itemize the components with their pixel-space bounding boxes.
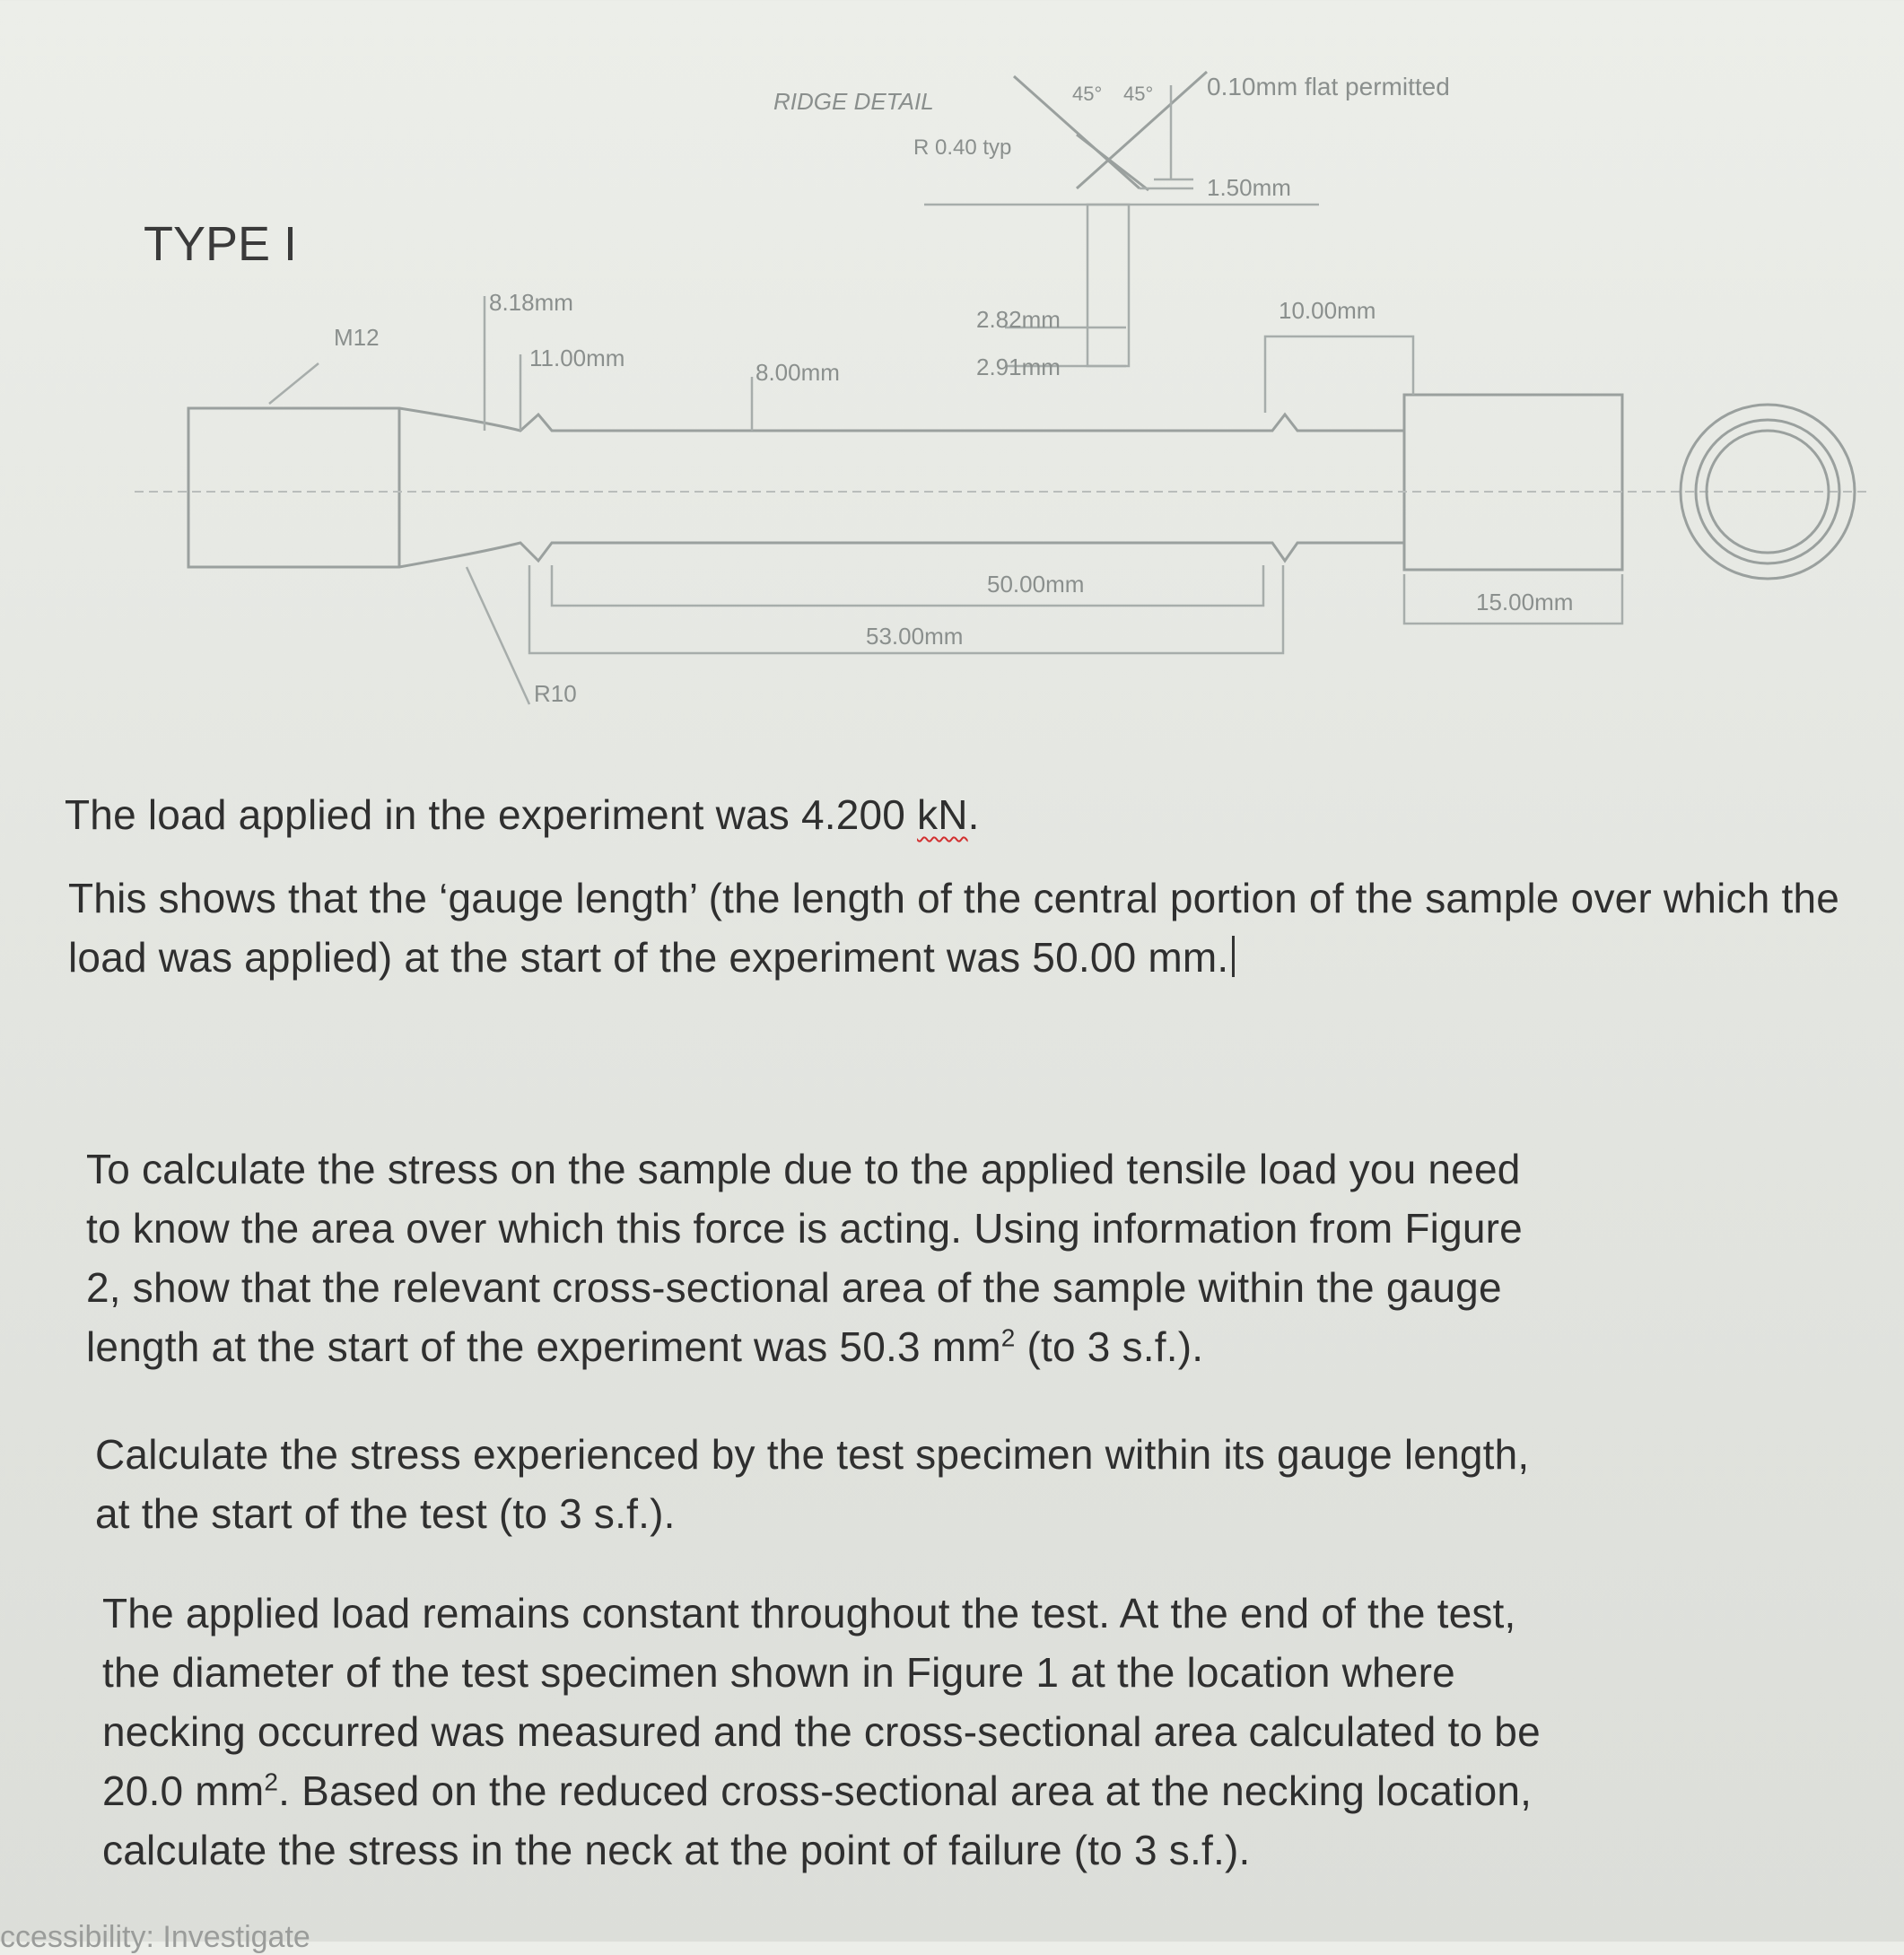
specimen-outline bbox=[135, 393, 1866, 572]
area-question-end: (to 3 s.f.). bbox=[1015, 1323, 1204, 1370]
accessibility-footer[interactable]: ccessibility: Investigate bbox=[0, 1920, 310, 1954]
angle-right-label: 45° bbox=[1123, 83, 1153, 105]
end-view bbox=[1679, 403, 1856, 580]
load-paragraph: The load applied in the experiment was 4… bbox=[65, 785, 1769, 844]
thread-label: M12 bbox=[334, 324, 380, 351]
dim-10-00: 10.00mm bbox=[1279, 297, 1376, 324]
ridge-detail bbox=[924, 70, 1319, 368]
dim-2-91: 2.91mm bbox=[976, 353, 1061, 380]
gauge-length-paragraph[interactable]: This shows that the ‘gauge length’ (the … bbox=[68, 868, 1854, 987]
load-period: . bbox=[967, 791, 980, 838]
load-text: The load applied in the experiment was 4… bbox=[65, 791, 918, 838]
stress-question: Calculate the stress experienced by the … bbox=[95, 1425, 1567, 1543]
area-question: To calculate the stress on the sample du… bbox=[86, 1139, 1558, 1376]
area-question-text: To calculate the stress on the sample du… bbox=[86, 1146, 1523, 1370]
flat-note: 0.10mm flat permitted bbox=[1207, 73, 1450, 100]
ridge-width-dim: 1.50mm bbox=[1207, 174, 1291, 201]
dimension-lines bbox=[268, 296, 1624, 705]
neck-question-text: The applied load remains constant throug… bbox=[102, 1590, 1541, 1814]
dim-15-00: 15.00mm bbox=[1476, 589, 1573, 615]
fillet-label: R10 bbox=[534, 680, 577, 707]
stress-question-text: Calculate the stress experienced by the … bbox=[95, 1431, 1530, 1537]
angle-left-label: 45° bbox=[1072, 83, 1102, 105]
gauge-length-text: This shows that the ‘gauge length’ (the … bbox=[68, 875, 1840, 981]
radius-label: R 0.40 typ bbox=[913, 135, 1011, 160]
neck-stress-question: The applied load remains constant throug… bbox=[102, 1584, 1556, 1880]
dim-50-00: 50.00mm bbox=[987, 571, 1084, 598]
specimen-drawing: TYPE I RIDGE DETAIL R 0.40 typ 45° 45° 0… bbox=[135, 70, 1866, 707]
dim-8-18: 8.18mm bbox=[489, 289, 573, 316]
load-unit: kN bbox=[917, 791, 968, 838]
dim-2-82: 2.82mm bbox=[976, 306, 1061, 333]
text-cursor bbox=[1232, 936, 1236, 977]
type-label: TYPE I bbox=[144, 217, 297, 271]
area-unit-superscript: 2 bbox=[1000, 1323, 1016, 1352]
dim-11-00: 11.00mm bbox=[529, 345, 624, 371]
neck-question-end: . Based on the reduced cross-sectional a… bbox=[102, 1767, 1533, 1873]
neck-area-superscript: 2 bbox=[264, 1767, 279, 1796]
ridge-detail-label: RIDGE DETAIL bbox=[773, 88, 934, 115]
dim-8-00: 8.00mm bbox=[755, 359, 840, 386]
dim-53-00: 53.00mm bbox=[866, 623, 963, 650]
